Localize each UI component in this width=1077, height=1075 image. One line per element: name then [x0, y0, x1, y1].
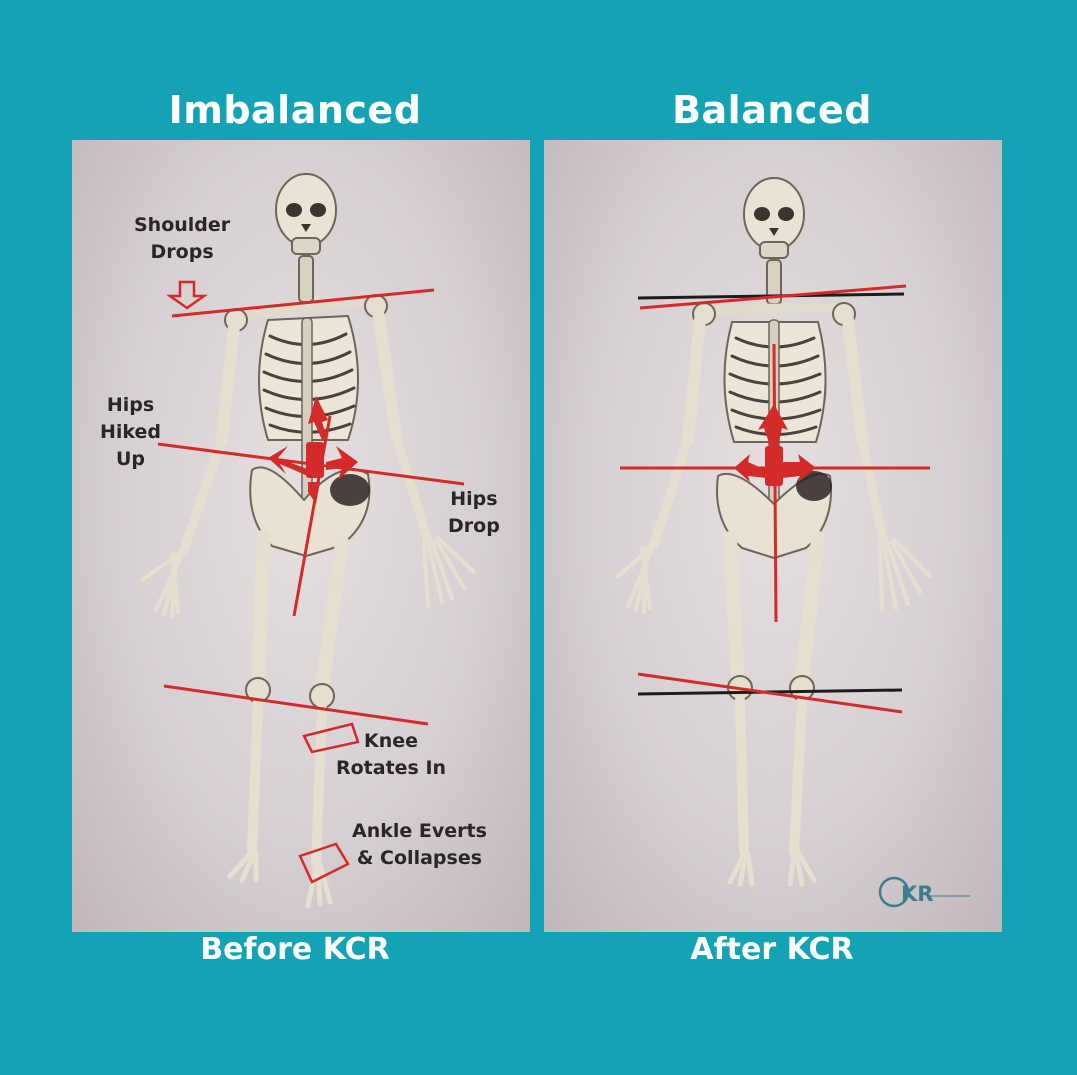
- balanced-panel: KR: [544, 140, 1002, 932]
- shoulder-line: [171, 288, 435, 318]
- knee-rotation-marker-icon: [302, 722, 360, 754]
- annotation-markers: [166, 280, 360, 884]
- knee-line: [637, 672, 903, 714]
- label-shoulder-drops: Shoulder Drops: [134, 214, 231, 263]
- heading-balanced: Balanced: [672, 88, 872, 132]
- heading-imbalanced: Imbalanced: [168, 88, 422, 132]
- label-ankle-everts-collapses: Ankle Everts & Collapses: [352, 820, 487, 869]
- kcr-logo-icon: [878, 876, 910, 908]
- label-hips-drop: Hips Drop: [448, 488, 500, 537]
- label-hips-hiked-up: Hips Hiked Up: [100, 394, 162, 470]
- shoulder-drop-arrow-icon: [166, 280, 208, 310]
- kcr-logo: KR: [878, 876, 970, 908]
- hip-tilt-arrows: [268, 396, 358, 504]
- skeleton: [140, 173, 476, 909]
- ankle-eversion-marker-icon: [298, 842, 350, 884]
- svg-text:KR: KR: [901, 882, 933, 906]
- shoulder-line: [639, 284, 907, 310]
- caption-after-kcr: After KCR: [690, 932, 854, 967]
- hip-balance-arrows: [734, 404, 816, 486]
- balanced-skeleton-figure: KR: [616, 177, 970, 908]
- imbalanced-skeleton-figure: [140, 173, 476, 909]
- label-knee-rotates-in: Knee Rotates In: [336, 730, 447, 779]
- caption-before-kcr: Before KCR: [200, 932, 390, 967]
- knee-line: [163, 684, 429, 726]
- imbalanced-panel: Shoulder Drops Hips Hiked Up Hips Drop K…: [72, 140, 530, 932]
